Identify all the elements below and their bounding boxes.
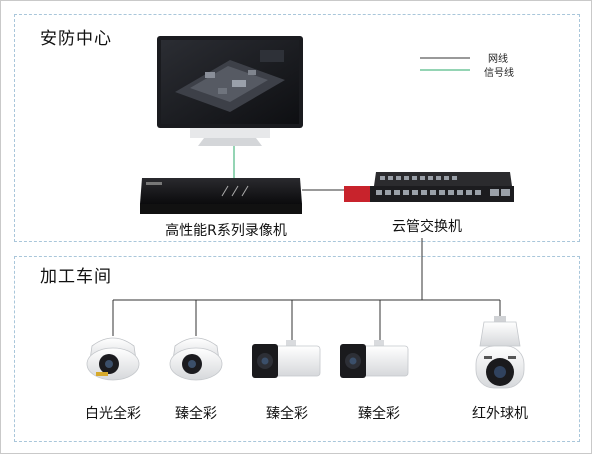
cam2-label: 臻全彩 [175, 406, 217, 422]
legend-signal-label: 信号线 [484, 68, 514, 79]
switch-label: 云管交换机 [392, 219, 462, 235]
cam4-label: 臻全彩 [358, 406, 400, 422]
workshop-zone [14, 256, 580, 442]
switch-icon [344, 172, 514, 202]
security-center-title: 安防中心 [40, 29, 112, 49]
cam1-label: 白光全彩 [85, 406, 141, 422]
cam5-label: 红外球机 [472, 406, 528, 422]
dome-camera-icon [86, 337, 140, 381]
ptz-camera-icon [475, 316, 525, 389]
security-center-zone [14, 14, 580, 242]
legend-network-label: 网线 [488, 54, 508, 65]
workshop-title: 加工车间 [40, 267, 112, 287]
monitor-icon [157, 36, 303, 146]
cam3-label: 臻全彩 [266, 406, 308, 422]
recorder-icon [140, 178, 302, 214]
recorder-label: 高性能R系列录像机 [165, 223, 287, 239]
bullet-camera-icon [340, 340, 409, 378]
bullet-camera-icon [252, 340, 321, 378]
dome-camera-icon [169, 337, 223, 381]
